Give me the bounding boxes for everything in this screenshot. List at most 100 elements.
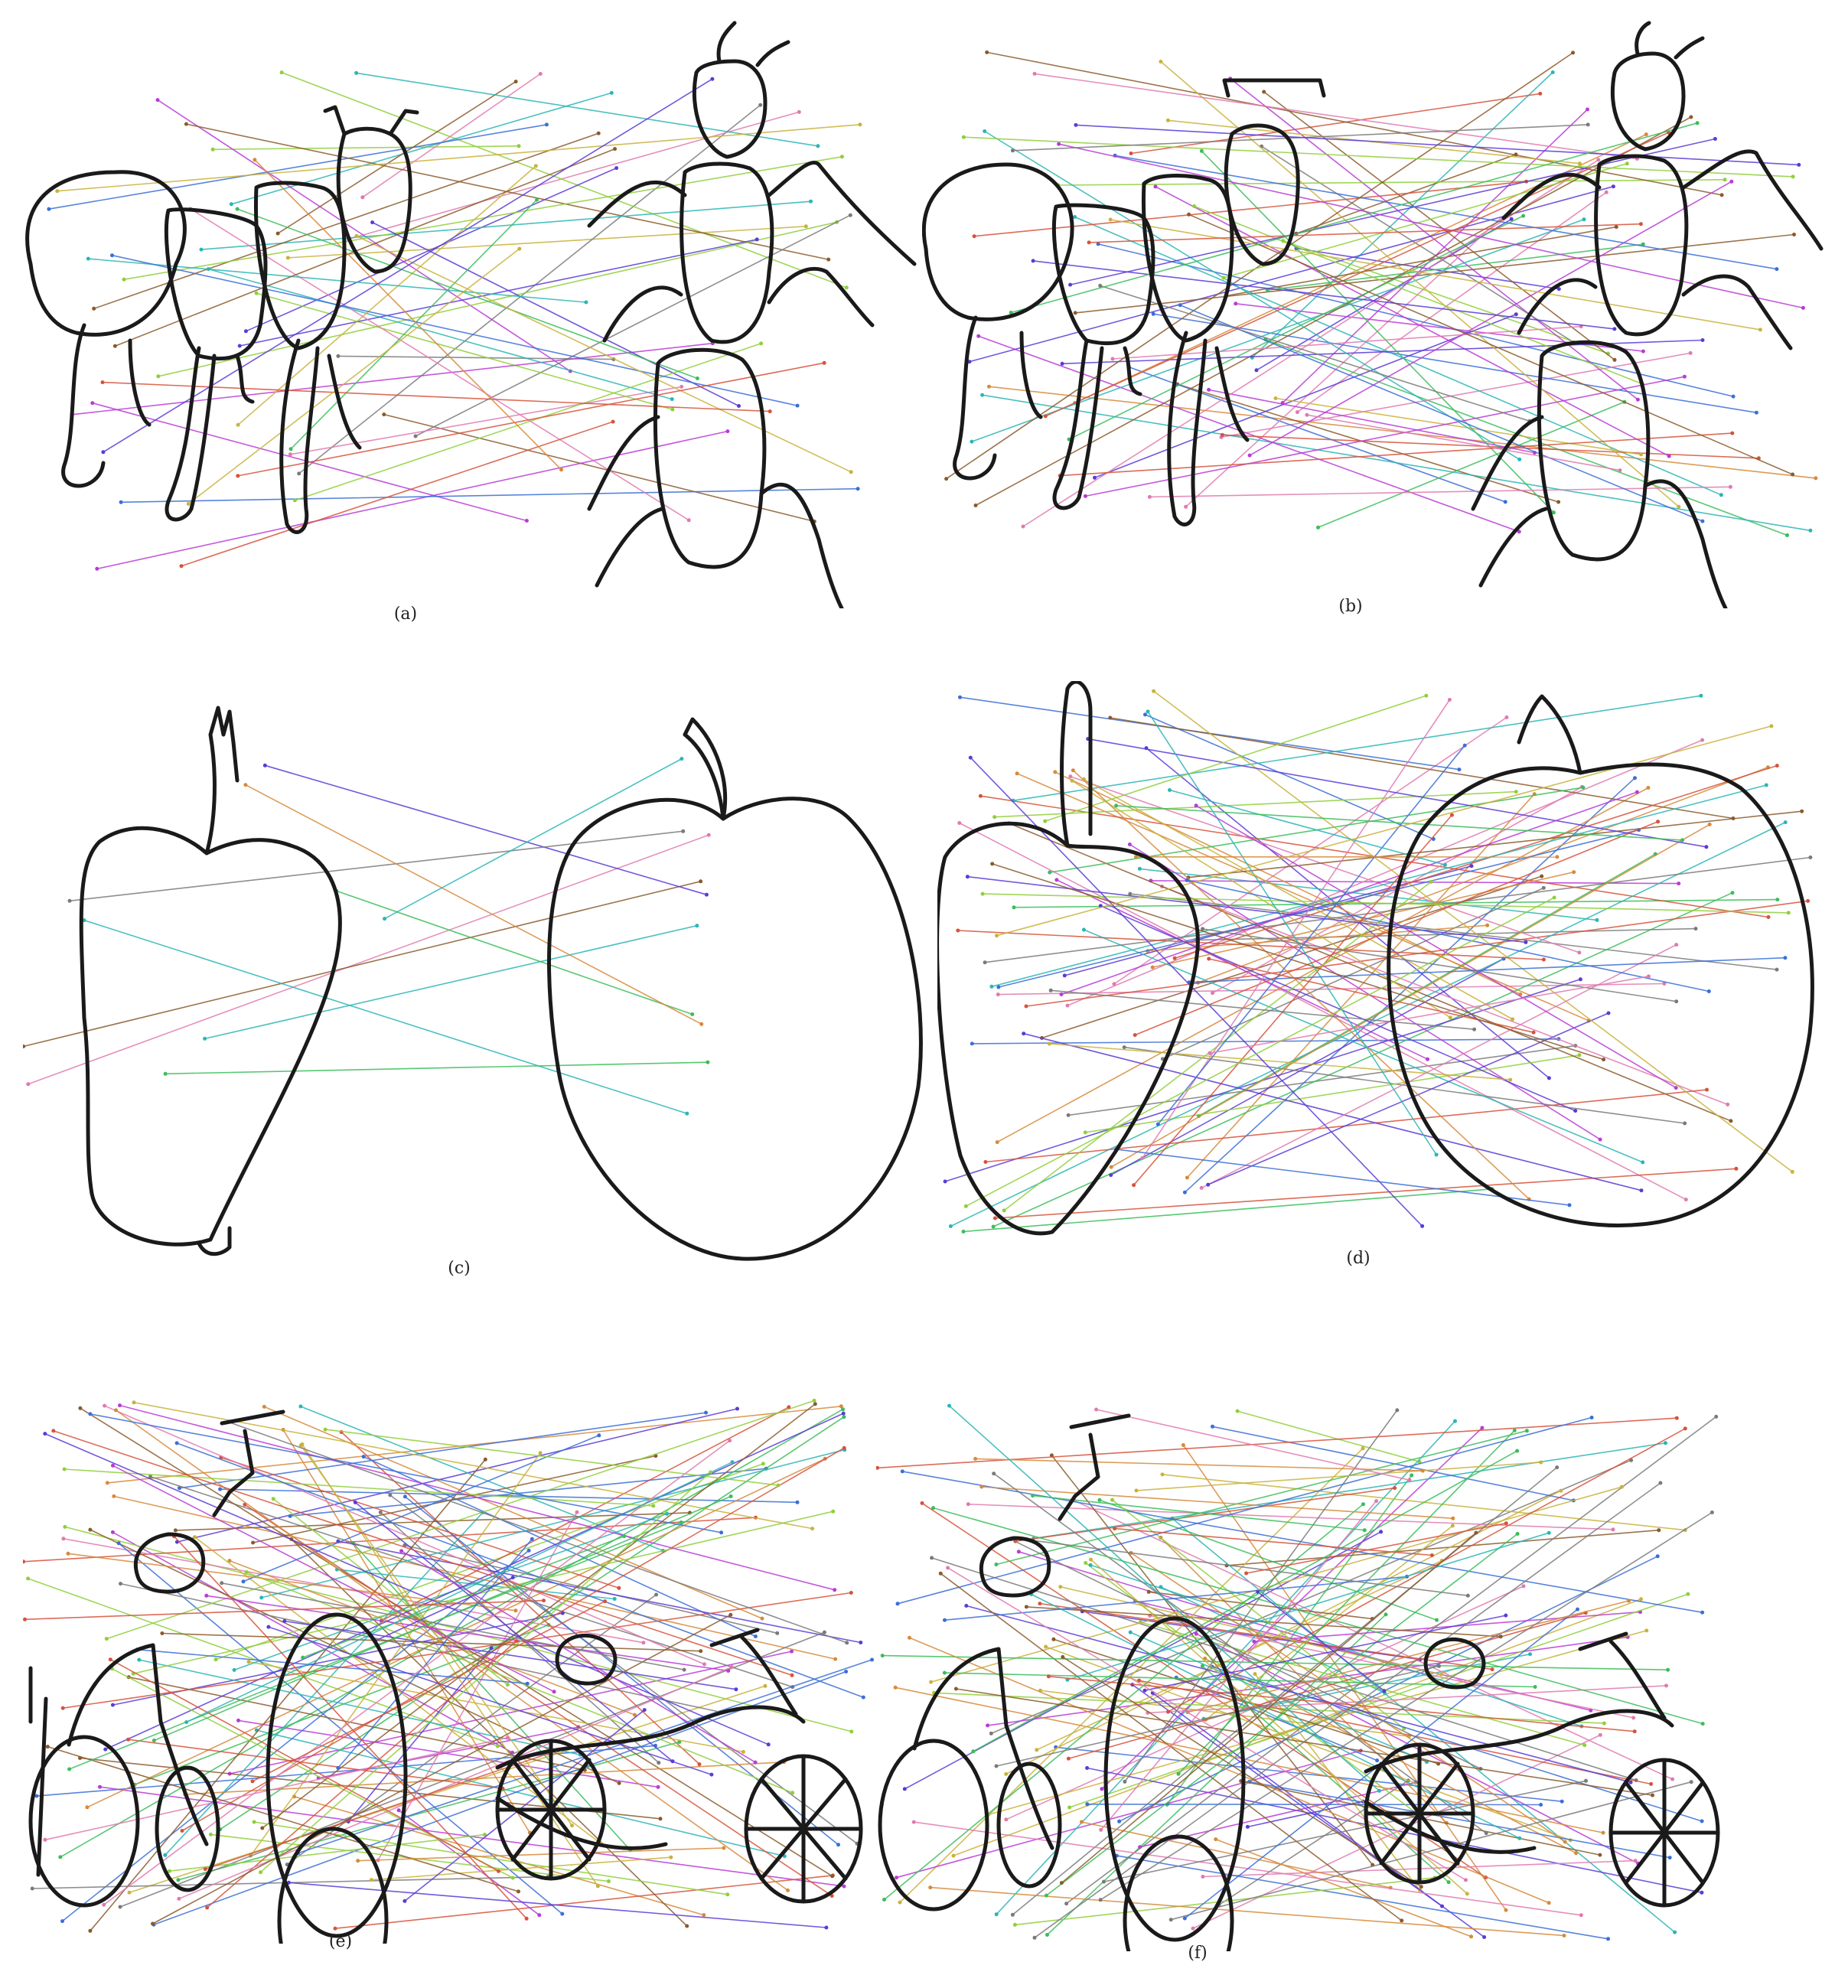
panel-c-canvas bbox=[23, 706, 923, 1261]
match-line bbox=[946, 52, 1574, 480]
ant2-leg-6 bbox=[587, 415, 660, 511]
keypoint-dot bbox=[942, 1670, 947, 1675]
match-line bbox=[173, 1536, 527, 1919]
keypoint-dot bbox=[26, 1576, 31, 1581]
keypoint-dot bbox=[830, 1874, 835, 1879]
keypoint-dot bbox=[1097, 1498, 1102, 1502]
keypoint-dot bbox=[706, 1060, 710, 1064]
match-line bbox=[69, 830, 683, 902]
match-line bbox=[1130, 93, 1540, 155]
keypoint-dot bbox=[1137, 866, 1142, 871]
keypoint-dot bbox=[654, 1592, 658, 1597]
keypoint-dot bbox=[1142, 1688, 1147, 1693]
match-line bbox=[1184, 777, 1636, 1193]
match-line bbox=[129, 1676, 585, 1771]
keypoint-dot bbox=[880, 1654, 885, 1658]
keypoint-dot bbox=[657, 1761, 661, 1765]
keypoint-dot bbox=[1166, 1709, 1170, 1714]
keypoint-dot bbox=[1073, 311, 1077, 315]
match-line bbox=[207, 1640, 517, 1908]
match-line bbox=[1084, 929, 1644, 1163]
keypoint-dot bbox=[1059, 992, 1064, 996]
keypoint-dot bbox=[1464, 1878, 1468, 1882]
keypoint-dot bbox=[961, 1230, 966, 1234]
match-line bbox=[105, 1413, 844, 1750]
keypoint-dot bbox=[1504, 1613, 1508, 1618]
keypoint-dot bbox=[1808, 855, 1813, 859]
keypoint-dot bbox=[43, 1837, 47, 1842]
keypoint-dot bbox=[177, 1896, 181, 1901]
keypoint-dot bbox=[560, 1911, 565, 1916]
keypoint-dot bbox=[63, 1524, 67, 1529]
match-line bbox=[1090, 1559, 1468, 1895]
keypoint-dot bbox=[1707, 822, 1712, 826]
keypoint-dot bbox=[378, 1510, 383, 1514]
keypoint-dot bbox=[1465, 1892, 1469, 1896]
keypoint-dot bbox=[95, 566, 99, 571]
match-line bbox=[215, 1463, 764, 1660]
match-line bbox=[1090, 1564, 1582, 1727]
apple-left-body bbox=[79, 826, 342, 1247]
keypoint-dot bbox=[1199, 1185, 1204, 1190]
keypoint-dot bbox=[88, 1928, 93, 1933]
f2-spokes-left bbox=[1364, 1742, 1475, 1885]
match-line bbox=[262, 1403, 816, 1829]
match-line bbox=[1040, 1690, 1410, 1737]
match-line bbox=[88, 258, 586, 303]
keypoint-dot bbox=[704, 892, 709, 897]
match-line bbox=[1247, 1801, 1364, 1828]
keypoint-dot bbox=[1066, 1113, 1071, 1117]
keypoint-dot bbox=[1704, 845, 1709, 849]
keypoint-dot bbox=[1295, 410, 1299, 415]
match-line bbox=[288, 1882, 826, 1928]
keypoint-dot bbox=[67, 898, 72, 903]
match-line bbox=[1205, 1525, 1453, 1721]
keypoint-dot bbox=[1143, 712, 1147, 717]
keypoint-dot bbox=[55, 189, 60, 194]
match-line bbox=[1306, 414, 1621, 471]
ant2-leg-5 bbox=[759, 482, 844, 608]
match-line bbox=[381, 1406, 790, 1621]
keypoint-dot bbox=[1046, 1674, 1051, 1679]
keypoint-dot bbox=[1450, 1524, 1455, 1528]
match-line bbox=[377, 1511, 578, 1861]
match-line bbox=[47, 1745, 519, 1892]
match-line bbox=[169, 1833, 485, 1872]
keypoint-dot bbox=[1576, 1607, 1579, 1612]
keypoint-dot bbox=[116, 1541, 121, 1546]
match-line bbox=[896, 1750, 1361, 1879]
keypoint-dot bbox=[849, 470, 853, 474]
keypoint-dot bbox=[1012, 905, 1016, 910]
match-line bbox=[983, 893, 1789, 914]
keypoint-dot bbox=[810, 1527, 815, 1531]
keypoint-dot bbox=[1552, 895, 1556, 900]
keypoint-dot bbox=[1734, 1166, 1739, 1171]
keypoint-dot bbox=[1656, 820, 1661, 824]
match-line bbox=[178, 1666, 732, 1900]
match-line bbox=[1179, 304, 1703, 522]
keypoint-dot bbox=[1641, 1160, 1645, 1165]
keypoint-dot bbox=[167, 1869, 171, 1873]
keypoint-dot bbox=[994, 1912, 999, 1917]
keypoint-dot bbox=[994, 1563, 999, 1566]
keypoint-dot bbox=[1062, 973, 1067, 978]
keypoint-dot bbox=[1429, 879, 1433, 884]
panel-d bbox=[937, 681, 1825, 1263]
keypoint-dot bbox=[1586, 107, 1589, 112]
keypoint-dot bbox=[1680, 838, 1684, 842]
match-line bbox=[1015, 1487, 1395, 1542]
keypoint-dot bbox=[210, 147, 215, 152]
match-line bbox=[57, 124, 860, 192]
keypoint-dot bbox=[1137, 1678, 1142, 1683]
match-line bbox=[375, 1576, 513, 1641]
match-line bbox=[1129, 893, 1778, 970]
match-line bbox=[967, 875, 1526, 943]
keypoint-dot bbox=[786, 1888, 790, 1892]
match-line bbox=[1049, 1043, 1511, 1080]
keypoint-dot bbox=[552, 1690, 556, 1694]
panel-f-match-lines bbox=[876, 1403, 1719, 1941]
keypoint-dot bbox=[702, 1913, 706, 1918]
keypoint-dot bbox=[1101, 1879, 1106, 1884]
e-wheel-rear bbox=[277, 1827, 389, 1944]
keypoint-dot bbox=[526, 1548, 531, 1553]
